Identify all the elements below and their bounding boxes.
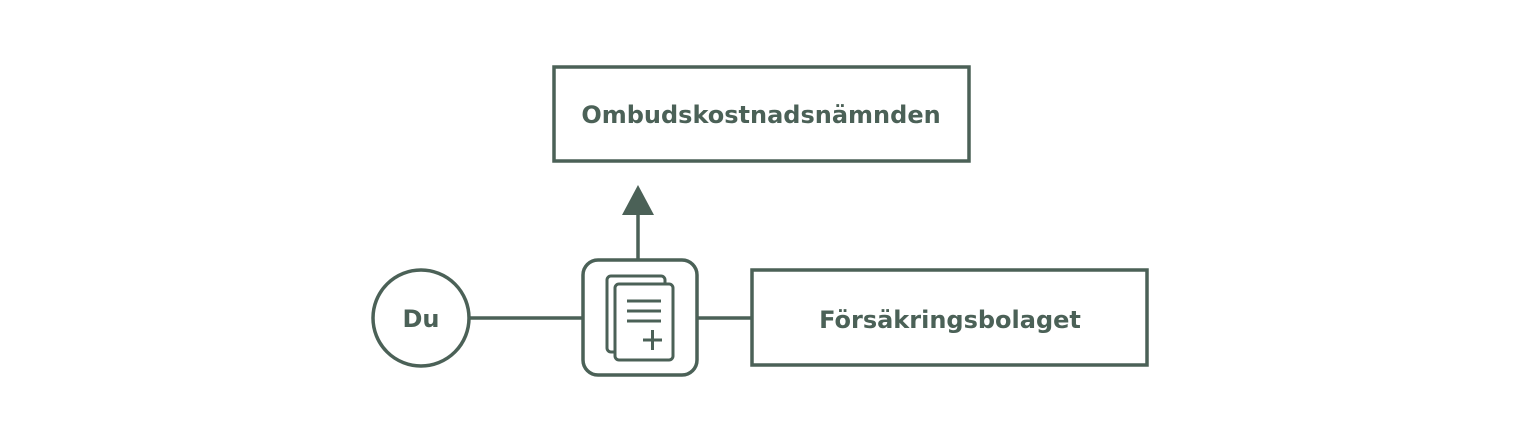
du-label: Du	[402, 305, 439, 333]
ombudskostnadsnamnden-label: Ombudskostnadsnämnden	[581, 101, 940, 129]
forsakringsbolaget-label: Försäkringsbolaget	[819, 306, 1081, 334]
ombudskostnadsnamnden-box	[552, 65, 971, 163]
document-add-icon	[605, 274, 675, 362]
document-icon-box	[581, 258, 699, 377]
arrow-up-icon	[622, 185, 654, 215]
